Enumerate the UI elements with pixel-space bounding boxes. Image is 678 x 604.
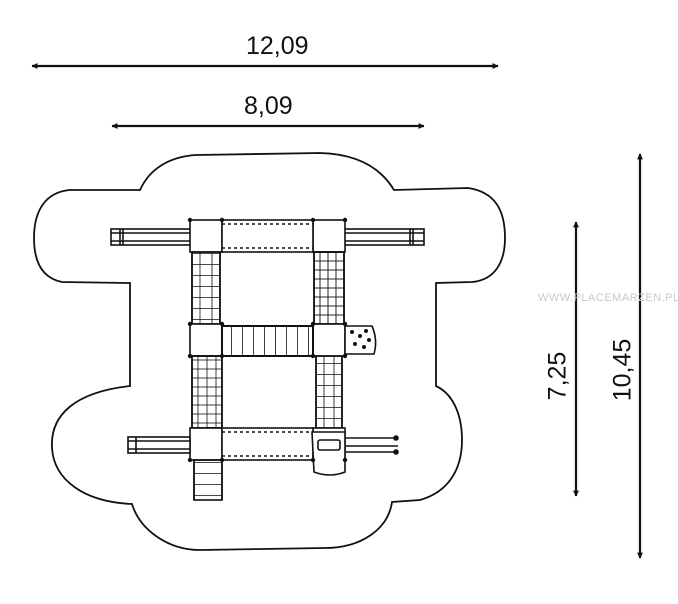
label-structure-width: 8,09: [244, 92, 293, 120]
safety-zone-outline: [33, 152, 506, 551]
bridge-middle-ladder: [221, 325, 314, 357]
posts: [187, 217, 348, 463]
bridge-bottom: [221, 427, 314, 461]
tower-top-left: [189, 219, 223, 253]
slide-top-right: [341, 228, 425, 246]
poles-bottom-right: [346, 435, 399, 455]
bridge-top: [221, 219, 314, 253]
net-right-upper: [313, 251, 345, 325]
play-structure: [110, 217, 425, 501]
net-left-lower: [191, 355, 223, 429]
label-overall-width: 12,09: [246, 32, 309, 60]
watermark-text: WWW.PLACEMARZEN.PL: [538, 292, 678, 304]
tower-middle-right: [312, 323, 346, 357]
climbing-wall-panel: [344, 325, 377, 355]
slide-entry-bottom-right: [311, 431, 346, 476]
label-overall-length: 10,45: [608, 338, 637, 402]
tower-middle-left: [189, 323, 223, 357]
label-structure-length: 7,25: [543, 351, 572, 401]
tower-bottom-left: [189, 427, 223, 461]
slide-top-left: [110, 228, 193, 246]
tower-top-right: [312, 219, 346, 253]
slide-bottom-left: [127, 436, 191, 454]
ladder-bottom-left: [193, 459, 223, 501]
ladder-left-upper: [191, 251, 221, 325]
ladder-right-lower: [315, 355, 343, 429]
